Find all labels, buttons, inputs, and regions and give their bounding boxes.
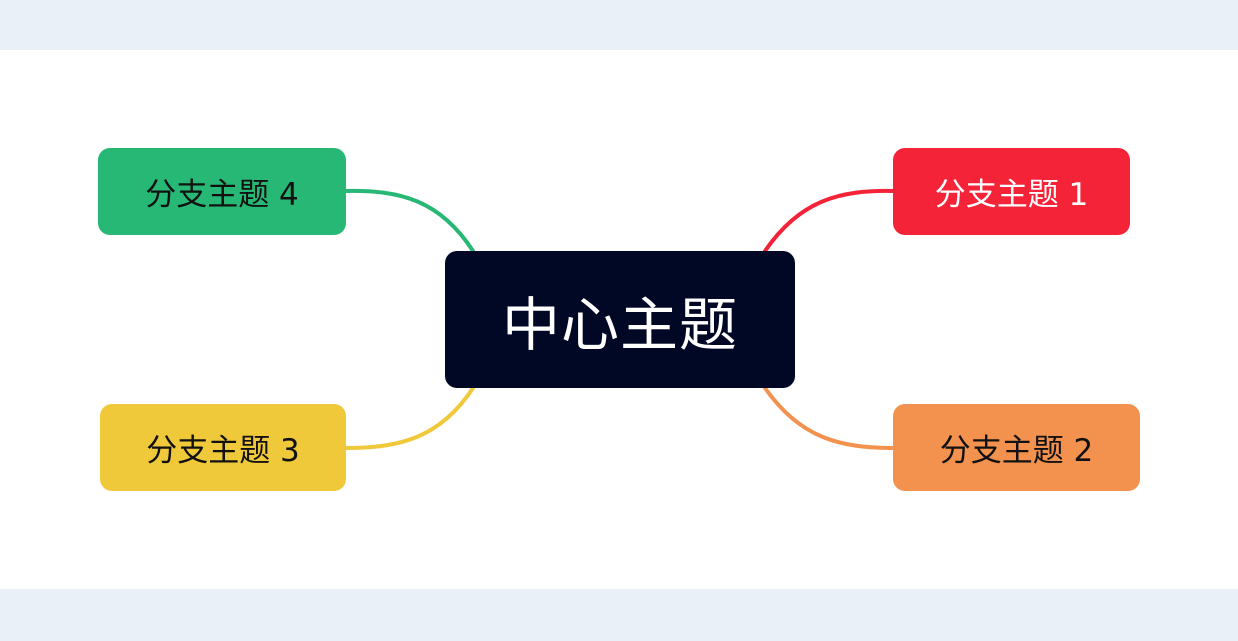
branch-topic-1[interactable]: 分支主题 1: [893, 148, 1130, 235]
bottom-band: [0, 589, 1238, 641]
connector-branch-2: [763, 386, 895, 450]
central-topic[interactable]: 中心主题: [445, 251, 795, 388]
branch-topic-4[interactable]: 分支主题 4: [98, 148, 346, 235]
connector-branch-4: [344, 188, 475, 253]
connector-branch-3: [344, 386, 475, 450]
branch-topic-2[interactable]: 分支主题 2: [893, 404, 1140, 491]
branch-topic-3[interactable]: 分支主题 3: [100, 404, 346, 491]
connector-branch-1: [763, 188, 895, 253]
top-band: [0, 0, 1238, 50]
